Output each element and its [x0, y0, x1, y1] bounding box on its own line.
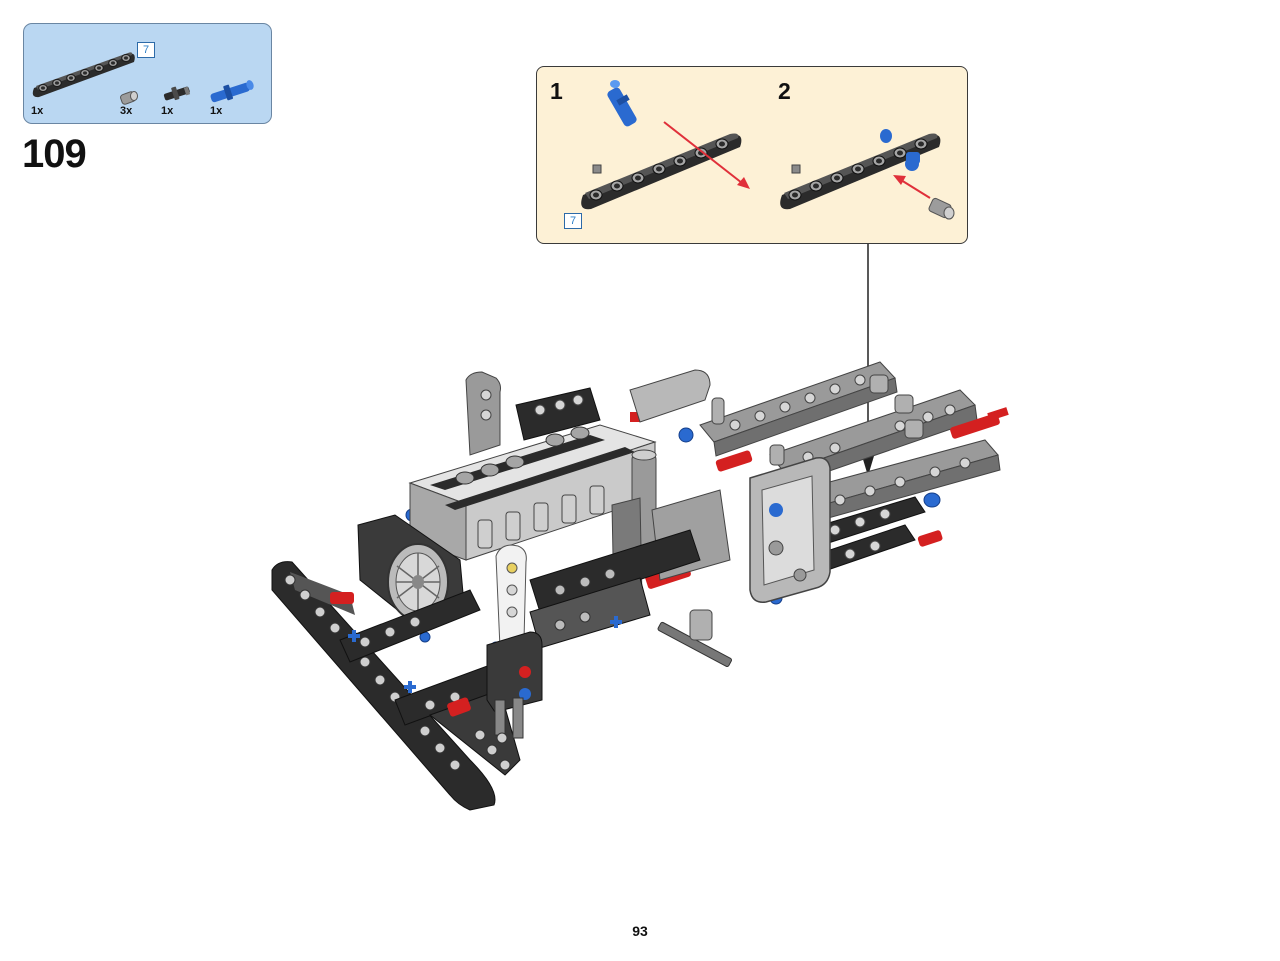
page-number: 93	[632, 923, 648, 939]
axle-pin-blue-icon	[210, 80, 254, 103]
sub-assembly-illustration	[581, 80, 955, 220]
front-connector-block	[486, 631, 543, 744]
sub-step-1-number: 1	[550, 78, 563, 104]
parts-illustration	[32, 52, 254, 105]
engine-block	[408, 424, 657, 561]
step-number: 109	[22, 132, 87, 176]
sub-step-1-illustration	[581, 80, 750, 210]
square-frame	[749, 456, 831, 603]
gray-axle-tubes	[689, 374, 924, 641]
qty-bush: 3x	[120, 105, 133, 117]
bush-icon	[120, 91, 138, 105]
right-chassis-rails	[699, 361, 1001, 577]
rear-hub	[357, 514, 466, 629]
beam-length-tag: 7	[137, 42, 155, 58]
parts-list-callout: 7 1x 3x 1x 1x	[23, 23, 272, 124]
sub-step-1-length-tag: 7	[564, 213, 582, 229]
lower-center-beams	[529, 529, 732, 667]
insert-arrow-icon	[893, 175, 931, 199]
axle-pin-black-icon	[163, 86, 191, 101]
qty-beam: 1x	[31, 105, 44, 117]
blue-pin-icon	[607, 80, 637, 127]
bush-icon	[928, 197, 955, 220]
beam-7-icon	[32, 52, 135, 98]
front-bumper-beams	[271, 561, 622, 811]
qty-axle-pin-blue: 1x	[210, 105, 223, 117]
qty-axle-pin-black: 1x	[161, 105, 174, 117]
sub-assembly-callout: 1 2 7	[536, 66, 968, 244]
rear-uprights	[465, 369, 711, 456]
white-upright-beam	[495, 544, 527, 649]
sub-step-2-illustration	[780, 129, 955, 220]
insert-arrow-icon	[663, 121, 750, 189]
sub-step-2-number: 2	[778, 78, 791, 104]
